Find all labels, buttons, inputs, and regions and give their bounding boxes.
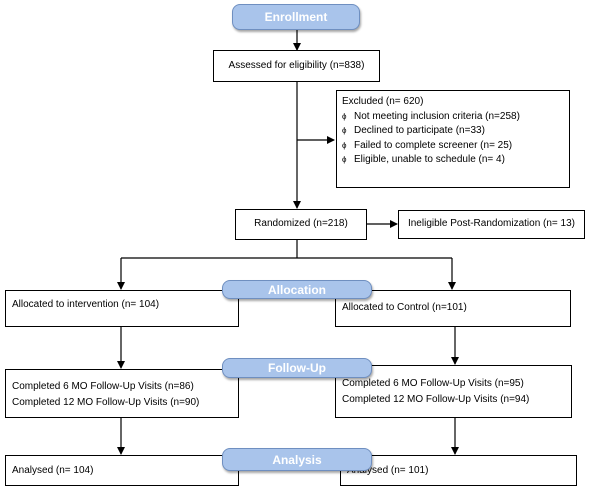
control-followup-box: Completed 6 MO Follow-Up Visits (n=95) C… — [335, 365, 572, 418]
excluded-item: Not meeting inclusion criteria (n=258) — [354, 110, 520, 122]
excluded-item: Failed to complete screener (n= 25) — [354, 139, 513, 151]
stage-allocation-label: Allocation — [267, 282, 326, 297]
ineligible-box: Ineligible Post-Randomization (n= 13) — [398, 210, 585, 239]
randomized-label: Randomized (n=218) — [254, 218, 348, 230]
excluded-item: Declined to participate (n=33) — [354, 125, 485, 136]
assessed-box: Assessed for eligibility (n=838) — [213, 50, 380, 82]
control-followup-6: Completed 6 MO Follow-Up Visits (n=95) — [342, 378, 524, 389]
bullet-icon: ϕ — [342, 140, 347, 150]
stage-follow-up-label: Follow-Up — [268, 361, 326, 375]
control-followup-12: Completed 12 MO Follow-Up Visits (n=94) — [342, 394, 530, 405]
randomized-box: Randomized (n=218) — [235, 209, 367, 240]
intervention-analysed-box: Analysed (n= 104) — [5, 455, 239, 486]
stage-allocation: Allocation — [222, 280, 372, 299]
bullet-icon: ϕ — [342, 155, 347, 164]
control-analysed-label: Analysed (n= 101) — [347, 465, 429, 476]
stage-enrollment-label: Enrollment — [264, 10, 328, 24]
stage-analysis: Analysis — [222, 448, 372, 471]
intervention-allocated-box: Allocated to intervention (n= 104) — [5, 290, 239, 327]
intervention-followup-box: Completed 6 MO Follow-Up Visits (n=86) C… — [5, 369, 239, 418]
assessed-label: Assessed for eligibility (n=838) — [228, 59, 365, 71]
ineligible-label: Ineligible Post-Randomization (n= 13) — [407, 218, 576, 230]
excluded-title: Excluded (n= 620) — [342, 96, 424, 107]
stage-follow-up: Follow-Up — [222, 358, 372, 378]
intervention-analysed-label: Analysed (n= 104) — [12, 465, 94, 476]
bullet-icon: ϕ — [342, 111, 347, 121]
stage-enrollment: Enrollment — [232, 4, 360, 30]
control-allocated-box: Allocated to Control (n=101) — [335, 290, 571, 327]
control-analysed-box: Analysed (n= 101) — [340, 455, 577, 486]
excluded-box: Excluded (n= 620) ϕ Not meeting inclusion… — [336, 90, 570, 188]
intervention-followup-12: Completed 12 MO Follow-Up Visits (n=90) — [12, 397, 200, 408]
stage-analysis-label: Analysis — [272, 452, 322, 467]
control-allocated-label: Allocated to Control (n=101) — [342, 302, 467, 313]
intervention-followup-6: Completed 6 MO Follow-Up Visits (n=86) — [12, 381, 194, 392]
intervention-allocated-label: Allocated to intervention (n= 104) — [12, 299, 160, 310]
excluded-item: Eligible, unable to schedule (n= 4) — [354, 154, 505, 165]
bullet-icon: ϕ — [342, 126, 347, 135]
